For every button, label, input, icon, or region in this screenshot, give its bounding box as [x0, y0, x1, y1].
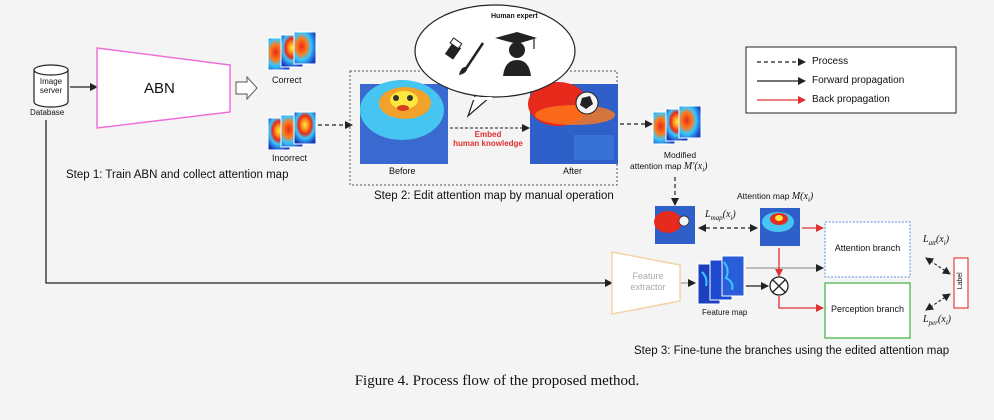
abn-block [96, 47, 231, 129]
hollow-arrow-icon [235, 75, 258, 101]
attention-map-label: Attention map M(xi) [737, 191, 814, 204]
feature-map-stack [697, 255, 745, 305]
correct-label: Correct [272, 75, 302, 85]
legend-box [745, 46, 957, 114]
graduate-icon [495, 32, 537, 76]
figure-caption: Figure 4. Process flow of the proposed m… [354, 373, 640, 389]
after-image [528, 82, 618, 164]
lmap-label: Lmap(xi) [705, 209, 736, 222]
feature-map-label: Feature map [702, 308, 748, 317]
human-expert-bubble [414, 4, 576, 118]
before-image [360, 80, 448, 164]
attention-branch-box [824, 221, 911, 278]
legend-forward-label: Forward propagation [812, 75, 905, 86]
step3-text: Step 3: Fine-tune the branches using the… [634, 345, 950, 357]
label-text: Label [957, 272, 965, 290]
arrow-lper [925, 293, 951, 311]
label-box [953, 257, 969, 309]
legend-back-label: Back propagation [812, 94, 890, 105]
arrow-db-to-extractor [45, 120, 613, 287]
step1-text: Step 1: Train ABN and collect attention … [66, 169, 289, 181]
database-caption: Database [30, 108, 65, 117]
after-label: After [563, 166, 583, 176]
legend-process-label: Process [812, 56, 849, 67]
modified-map-image [654, 206, 695, 244]
arrow-multiply-to-perception [778, 296, 824, 312]
incorrect-maps-stack [267, 111, 317, 151]
abn-label: ABN [144, 80, 175, 97]
lper-label: Lper(xi) [923, 314, 951, 327]
feature-extractor-block [611, 251, 681, 315]
database-icon [33, 64, 69, 108]
eraser-icon [444, 37, 463, 60]
multiply-icon [769, 276, 789, 296]
incorrect-label: Incorrect [272, 153, 308, 163]
correct-maps-stack [267, 31, 317, 71]
modified-maps-stack [652, 105, 702, 145]
arrow-latt [925, 257, 951, 275]
latt-label: Latt(xi) [923, 234, 950, 247]
human-expert-label: Human expert [491, 13, 538, 20]
step2-text: Step 2: Edit attention map by manual ope… [374, 190, 614, 202]
perception-branch-box [824, 282, 911, 339]
perception-branch-label: Perception branch [830, 304, 905, 314]
before-label: Before [389, 166, 416, 176]
attention-map-image [760, 208, 800, 246]
modified-label: Modified attention map M′(xi) [630, 150, 708, 174]
brush-icon [459, 42, 485, 75]
attention-branch-label: Attention branch [834, 243, 901, 253]
